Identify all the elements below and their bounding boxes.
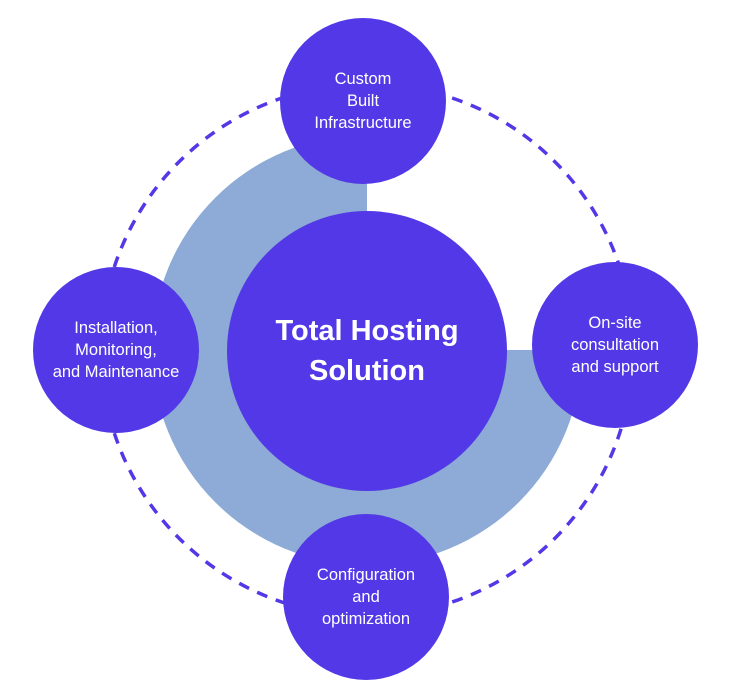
- node-label: On-site consultation and support: [570, 314, 660, 376]
- node-custom-built-infrastructure: Custom Built Infrastructure: [280, 18, 446, 184]
- node-label: Custom Built Infrastructure: [314, 70, 412, 132]
- center-title: Total Hosting Solution: [275, 315, 459, 387]
- node-configuration-optimization: Configuration and optimization: [283, 514, 449, 680]
- node-installation-monitoring-maintenance: Installation, Monitoring, and Maintenanc…: [33, 267, 199, 433]
- node-label: Installation, Monitoring, and Maintenanc…: [52, 319, 180, 381]
- node-label: Configuration and optimization: [316, 566, 416, 628]
- node-on-site-consultation: On-site consultation and support: [532, 262, 698, 428]
- center-circle: Total Hosting Solution: [227, 211, 507, 491]
